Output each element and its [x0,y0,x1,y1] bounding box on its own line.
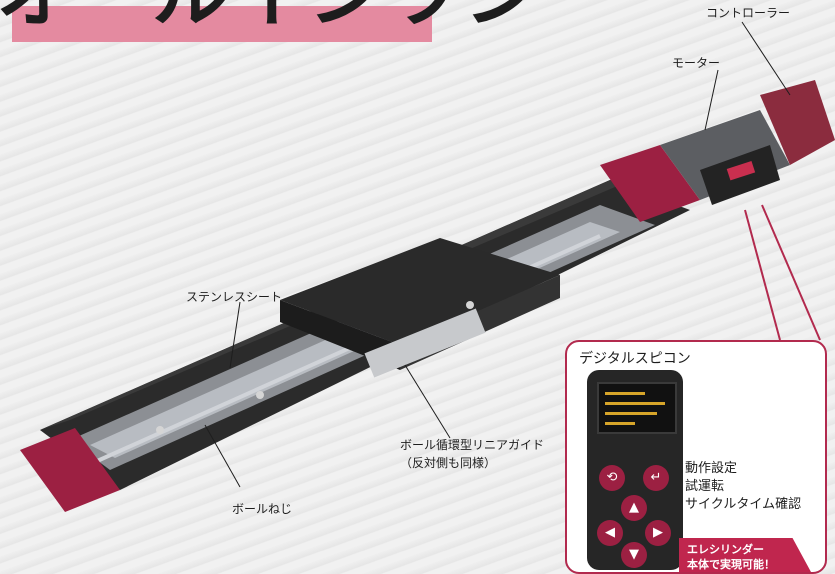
front-end-cap [20,428,120,512]
feature-item: 動作設定 [685,461,738,476]
page-title: オールインワン [0,0,542,32]
linear-guide [364,308,486,378]
label-controller: コントローラー [706,6,791,20]
pendant-screen [597,382,677,434]
label-ball-screw: ボールねじ [232,502,293,516]
down-button[interactable]: ▼ [621,542,647,568]
badge-line1: エレシリンダー [687,543,764,556]
left-button[interactable]: ◀ [597,520,623,546]
badge-line2: 本体で実現可能！ [687,558,775,571]
label-linear-guide: ボール循環型リニアガイド （反対側も同様） [400,436,544,472]
rear-end-cap [600,145,700,222]
label-motor: モーター [672,56,721,70]
callout-title: デジタルスピコン [579,351,691,367]
teaching-pendant: ⟲ ↵ ▲ ◀ ▶ ▼ [587,370,683,570]
feature-item: 試運転 [685,479,725,494]
spicon-callout: デジタルスピコン ⟲ ↵ ▲ ◀ ▶ ▼ 動作設定 試運転 サイクルタイム確認 … [565,340,827,574]
label-linear-guide-line1: ボール循環型リニアガイド [400,438,545,452]
right-button[interactable]: ▶ [645,520,671,546]
title-band [12,6,432,42]
label-linear-guide-line2: （反対側も同様） [400,456,497,470]
label-stainless-sheet: ステンレスシート [186,290,283,304]
slider-top [280,238,560,345]
actuator-illustration [20,21,835,512]
display-digit [726,160,756,181]
up-button[interactable]: ▲ [621,495,647,521]
mode-button[interactable]: ⟲ [599,465,625,491]
enter-button[interactable]: ↵ [643,465,669,491]
feature-list: 動作設定 試運転 サイクルタイム確認 [685,460,801,514]
controller-box [760,80,835,165]
feature-item: サイクルタイム確認 [685,497,802,512]
feature-badge: エレシリンダー 本体で実現可能！ [679,538,811,572]
